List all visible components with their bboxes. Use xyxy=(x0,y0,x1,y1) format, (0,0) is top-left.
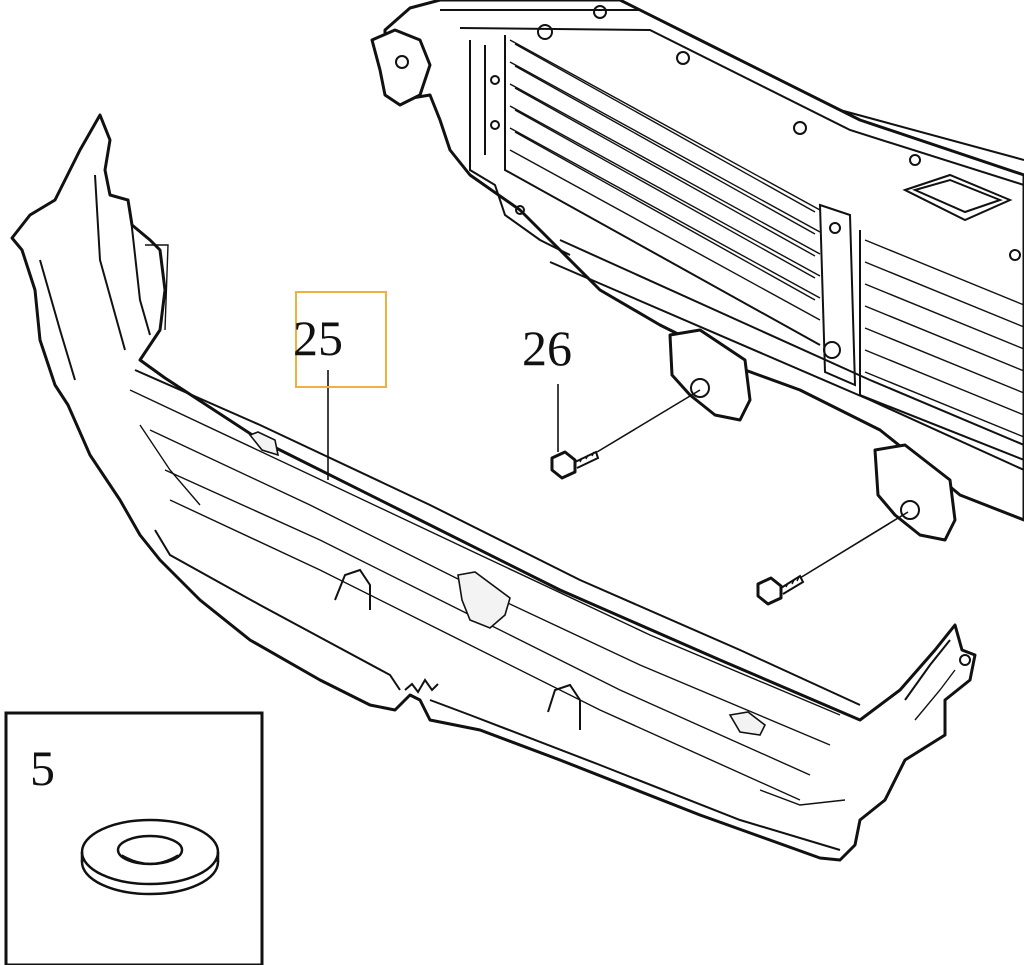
washer-illustration xyxy=(80,818,220,896)
bolt-lower xyxy=(756,574,805,606)
lower-air-deflector xyxy=(10,113,977,862)
bolt-axis-line-upper xyxy=(596,389,701,453)
bolt-upper xyxy=(550,450,600,480)
highlight-box-25 xyxy=(295,291,387,388)
callout-label-25: 25 xyxy=(293,310,343,366)
callout-label-26: 26 xyxy=(522,320,572,376)
bolt-axis-line-lower xyxy=(799,511,909,579)
washer-inset-panel: 5 xyxy=(4,711,264,965)
callout-label-5: 5 xyxy=(30,740,55,796)
grille-shutter-frame xyxy=(370,0,1024,542)
